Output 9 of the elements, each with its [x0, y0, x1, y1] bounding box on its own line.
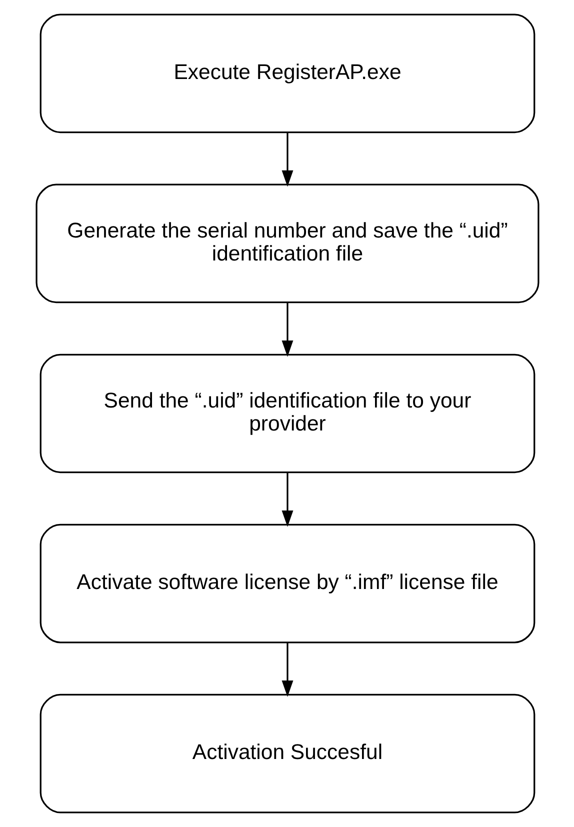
- node-box: Execute RegisterAP.exe: [39, 14, 535, 134]
- node-box: Generate the serial number and save the “.uid” identification file: [35, 184, 539, 304]
- arrow: [281, 302, 293, 357]
- arrow: [281, 472, 293, 527]
- arrow: [281, 642, 293, 697]
- node-box: Activation Succesful: [39, 694, 535, 814]
- node-box: Send the “.uid” identification file to your provider: [39, 354, 535, 474]
- arrow: [281, 132, 293, 187]
- node-box: Activate software license by “.imf” license file: [39, 524, 535, 644]
